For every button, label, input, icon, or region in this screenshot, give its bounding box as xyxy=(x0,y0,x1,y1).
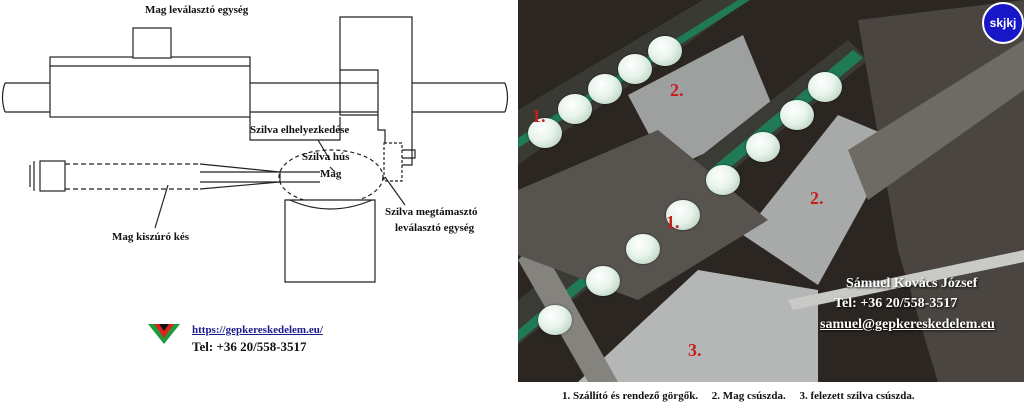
photo-caption: 1. Szállító és rendező görgők. 2. Mag cs… xyxy=(562,390,915,402)
roller xyxy=(538,305,572,335)
machine-photo: 1. 2. 1. 2. 3. Sámuel Kovács József Tel:… xyxy=(518,0,1024,382)
company-logo-triangle xyxy=(146,322,182,346)
roller xyxy=(666,200,700,230)
contact-email[interactable]: samuel@gepkereskedelem.eu xyxy=(820,317,995,332)
technical-drawing xyxy=(0,0,515,300)
roller xyxy=(626,234,660,264)
roller xyxy=(528,118,562,148)
marker-2-top: 2. xyxy=(670,80,684,100)
label-pit: Mag xyxy=(320,168,342,180)
contact-phone: Tel: +36 20/558-3517 xyxy=(834,296,958,311)
label-plum-position: Szilva elhelyezkedése xyxy=(250,124,350,136)
roller xyxy=(808,72,842,102)
marker-2-right: 2. xyxy=(810,188,824,208)
roller xyxy=(618,54,652,84)
label-plum-flesh: Szilva hús xyxy=(302,151,350,163)
website-link[interactable]: https://gepkereskedelem.eu/ xyxy=(192,324,323,336)
contact-name: Sámuel Kovács József xyxy=(846,276,978,291)
roller xyxy=(588,74,622,104)
roller xyxy=(558,94,592,124)
label-support-line1: Szilva megtámasztó xyxy=(385,206,478,218)
skjkj-badge: skjkj xyxy=(982,2,1024,44)
label-knife: Mag kiszúró kés xyxy=(112,231,189,243)
roller xyxy=(780,100,814,130)
diagram-phone: Tel: +36 20/558-3517 xyxy=(192,339,307,354)
marker-3-bottom: 3. xyxy=(688,340,702,360)
marker-1-top: 1. xyxy=(532,106,546,126)
roller xyxy=(648,36,682,66)
diagram-title: Mag leválasztó egység xyxy=(145,4,249,16)
marker-1-middle: 1. xyxy=(666,212,680,232)
roller xyxy=(586,266,620,296)
label-support-line2: leválasztó egység xyxy=(395,222,475,234)
roller xyxy=(706,165,740,195)
machine-diagram xyxy=(1,16,509,283)
roller xyxy=(746,132,780,162)
